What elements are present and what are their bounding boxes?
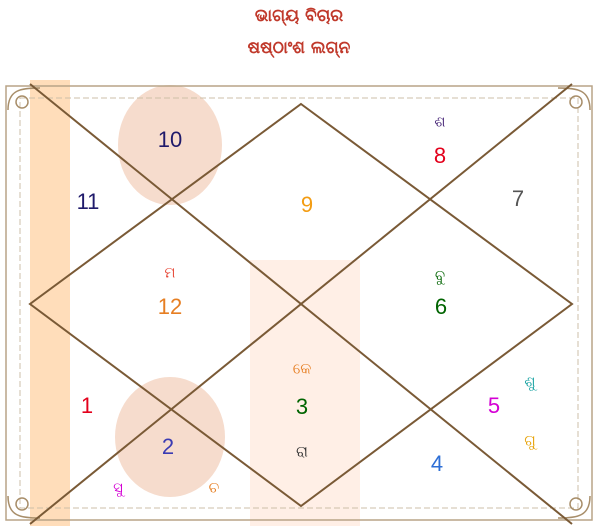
planet-label-house-12: ଶ — [434, 115, 445, 130]
house-number-9: 5 — [488, 395, 500, 417]
house-number-1: 9 — [301, 194, 313, 216]
planet-label-house-9: ଗୁ — [524, 434, 536, 449]
house-number-5: 1 — [81, 395, 93, 417]
watermark-stripe — [30, 80, 70, 526]
planet-label-house-7: କେ — [293, 362, 312, 377]
house-number-6: 2 — [162, 436, 174, 458]
house-number-10: 6 — [435, 296, 447, 318]
house-number-12: 8 — [434, 145, 446, 167]
house-number-2: 10 — [158, 129, 182, 151]
planet-label-house-6: ଚ — [209, 481, 220, 496]
planet-label-house-7: ରା — [296, 445, 308, 460]
planet-label-house-9: ଶୁ — [524, 375, 535, 390]
planet-label-house-10: ବୁ — [435, 269, 445, 284]
page-title: ଭାଗ୍ୟ ବିଚାର — [0, 6, 598, 26]
house-number-11: 7 — [512, 188, 524, 210]
planet-label-house-4: ମ — [164, 266, 175, 281]
house-number-7: 3 — [296, 396, 308, 418]
house-number-8: 4 — [431, 453, 443, 475]
house-number-4: 12 — [158, 296, 182, 318]
chart-subtitle: ଷଷ୍ଠାଂଶ ଲଗ୍ନ — [0, 38, 598, 58]
planet-label-house-6: ସୁ — [113, 481, 123, 496]
house-number-3: 11 — [77, 191, 100, 213]
